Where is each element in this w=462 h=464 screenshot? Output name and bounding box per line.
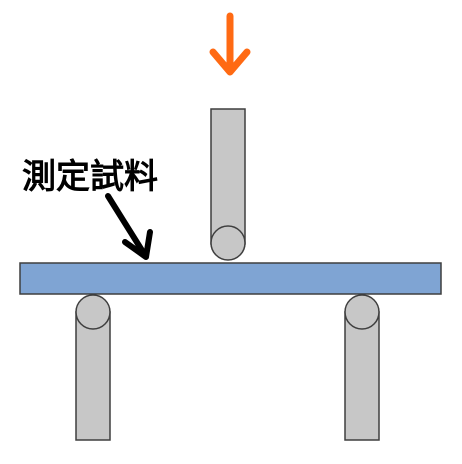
load-arrow-icon bbox=[209, 12, 251, 76]
loading-roller bbox=[210, 108, 246, 261]
pointer-arrow-icon bbox=[105, 193, 153, 260]
support-roller-right bbox=[344, 294, 380, 441]
support-roller-left bbox=[75, 294, 111, 441]
specimen-beam bbox=[19, 262, 442, 295]
specimen-label: 測定試料 bbox=[22, 157, 158, 197]
